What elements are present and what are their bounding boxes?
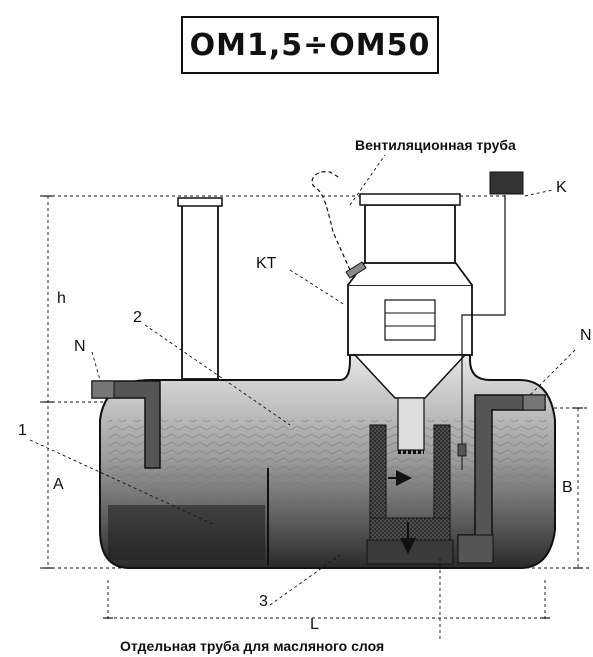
label-kt: KT: [256, 255, 277, 272]
vent-pipe-label: Вентиляционная труба: [355, 137, 516, 153]
label-n-right: N: [580, 327, 592, 344]
tall-pipe: [177, 197, 223, 380]
label-2: 2: [133, 309, 142, 326]
label-h: h: [57, 290, 66, 307]
vent-pipe: [311, 171, 351, 271]
label-1: 1: [18, 422, 27, 439]
leader-lines: [29, 154, 576, 640]
label-n-left: N: [74, 338, 86, 355]
dimension-ticks: [43, 195, 583, 619]
diagram-title: ОМ1,5÷ОМ50: [181, 16, 439, 74]
label-3: 3: [259, 593, 268, 610]
inlet-pipe: [91, 380, 161, 469]
outlet-pipe: [457, 394, 546, 564]
label-l: L: [310, 616, 319, 633]
oil-pipe-label: Отдельная труба для масляного слоя: [120, 638, 384, 654]
filter-cartridge: [353, 354, 467, 565]
sensor-k: [461, 171, 524, 420]
label-b: B: [562, 479, 573, 496]
label-a: A: [53, 476, 64, 493]
label-k: K: [556, 179, 567, 196]
kt-housing: [345, 193, 473, 356]
